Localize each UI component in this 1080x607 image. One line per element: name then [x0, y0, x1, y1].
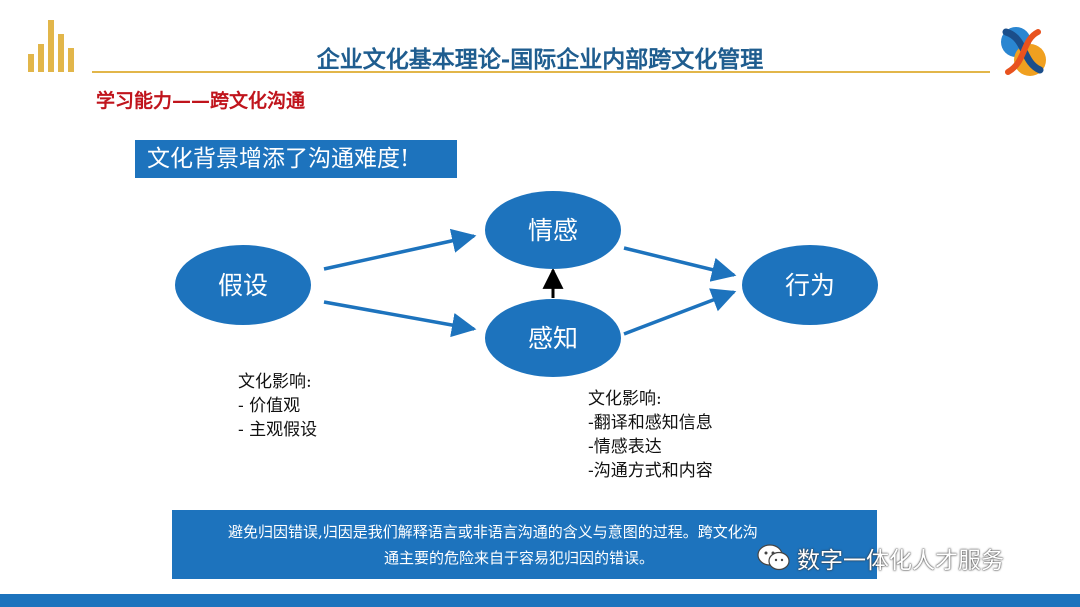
- notes-right-item: -翻译和感知信息: [588, 413, 713, 433]
- wechat-icon: [757, 544, 790, 571]
- section-subtitle: 学习能力——跨文化沟通: [96, 90, 306, 112]
- notes-left-item: - 价值观: [238, 396, 301, 416]
- notes-right: 文化影响: -翻译和感知信息 -情感表达 -沟通方式和内容: [588, 387, 713, 483]
- arrow-emotion-behavior: [623, 246, 737, 282]
- node-emotion: 情感: [485, 191, 621, 269]
- header-divider: [92, 71, 990, 73]
- footer-strip: [0, 594, 1080, 607]
- arrow-assumption-emotion: [323, 228, 477, 271]
- notes-right-heading: 文化影响:: [588, 389, 662, 409]
- watermark: 数字一体化人才服务: [757, 540, 1004, 576]
- node-emotion-label: 情感: [528, 216, 578, 245]
- page-title: 企业文化基本理论-国际企业内部跨文化管理: [316, 46, 764, 73]
- bar-chart-logo-icon: [28, 20, 74, 72]
- attribution-callout-line1: 避免归因错误,归因是我们解释语言或非语言沟通的含义与意图的过程。跨文化沟: [228, 523, 758, 541]
- arrow-assumption-perception: [323, 300, 477, 338]
- notes-right-item: -沟通方式和内容: [588, 461, 713, 481]
- node-assumption-label: 假设: [218, 271, 268, 300]
- node-assumption: 假设: [175, 245, 311, 325]
- arrow-perception-behavior: [623, 288, 737, 336]
- attribution-callout: 避免归因错误,归因是我们解释语言或非语言沟通的含义与意图的过程。跨文化沟 通主要…: [172, 510, 877, 579]
- watermark-text: 数字一体化人才服务: [797, 548, 1004, 574]
- node-behavior-label: 行为: [785, 271, 835, 300]
- node-perception-label: 感知: [528, 324, 578, 353]
- callout-banner: 文化背景增添了沟通难度!: [135, 140, 457, 178]
- node-perception: 感知: [485, 299, 621, 377]
- notes-right-item: -情感表达: [588, 437, 662, 457]
- attribution-callout-line2: 通主要的危险来自于容易犯归因的错误。: [384, 549, 655, 567]
- brand-logo-icon: [992, 20, 1054, 92]
- node-behavior: 行为: [742, 245, 878, 325]
- notes-left: 文化影响: - 价值观 - 主观假设: [238, 370, 317, 442]
- notes-left-item: - 主观假设: [238, 420, 318, 440]
- notes-left-heading: 文化影响:: [238, 372, 312, 392]
